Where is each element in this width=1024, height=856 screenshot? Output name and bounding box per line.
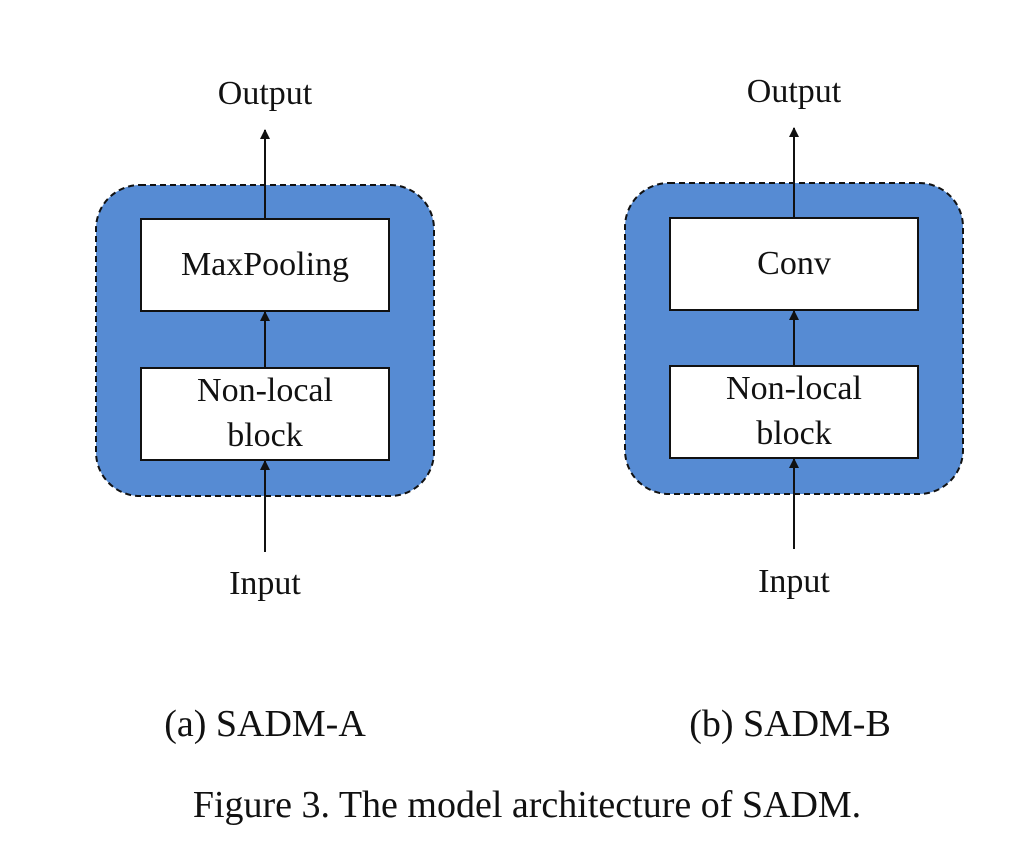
panel-b bbox=[624, 127, 964, 549]
conv-block bbox=[669, 217, 919, 311]
nonlocal-label-b: Non-local block bbox=[726, 370, 862, 452]
nonlocal-block-b bbox=[669, 365, 919, 459]
panel-a bbox=[95, 129, 435, 552]
figure-caption: Figure 3. The model architecture of SADM… bbox=[192, 784, 862, 826]
nonlocal-label-a: Non-local block bbox=[197, 372, 333, 454]
maxpooling-label: MaxPooling bbox=[180, 245, 350, 283]
maxpooling-block bbox=[140, 218, 390, 312]
input-label-a: Input bbox=[229, 565, 301, 602]
output-label-b: Output bbox=[746, 73, 842, 110]
output-label-a: Output bbox=[217, 75, 313, 112]
subcaption-b: (b) SADM-B bbox=[689, 703, 891, 745]
input-label-b: Input bbox=[758, 563, 830, 600]
subcaption-a: (a) SADM-A bbox=[164, 703, 366, 745]
conv-label: Conv bbox=[757, 244, 831, 282]
